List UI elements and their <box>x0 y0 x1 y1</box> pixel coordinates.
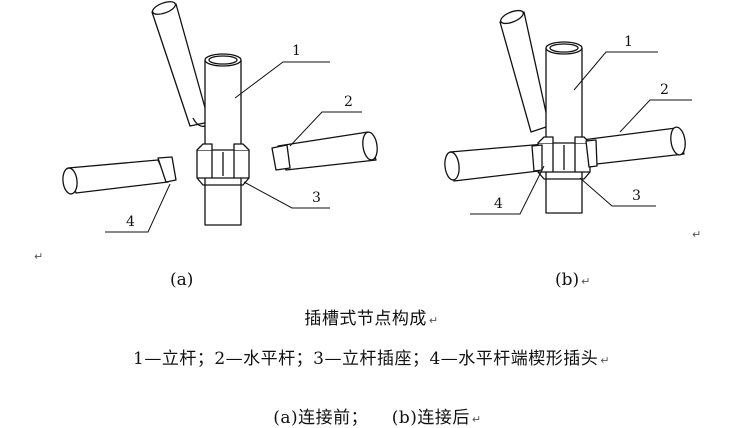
callout-a-2: 2 <box>344 94 353 110</box>
callout-a-1: 1 <box>292 43 301 59</box>
panel-a-drawing <box>62 1 378 226</box>
panel-b-label: (b)↵ <box>555 270 591 290</box>
figure-legend: 1—立杆；2—水平杆；3—立杆插座；4—水平杆端楔形插头↵ <box>133 349 610 369</box>
callout-b-1: 1 <box>624 34 633 50</box>
paragraph-mark-left: ↵ <box>34 250 44 263</box>
figure-sub-caption: (a)连接前； (b)连接后↵ <box>273 408 482 428</box>
panel-a-label: (a) <box>170 270 194 290</box>
callout-a-3: 3 <box>312 190 321 206</box>
callout-b-3: 3 <box>632 188 641 204</box>
callout-a-4: 4 <box>126 214 135 230</box>
paragraph-mark-right: ↵ <box>692 228 702 241</box>
panel-b-drawing <box>444 9 686 214</box>
joint-diagram: 1 2 3 4 1 2 3 4 <box>62 1 692 233</box>
paragraph-mark: ↵ <box>600 354 610 367</box>
paragraph-mark: ↵ <box>428 314 439 327</box>
callout-b-2: 2 <box>660 82 669 98</box>
figure-title: 插槽式节点构成↵ <box>304 309 439 329</box>
paragraph-mark: ↵ <box>581 275 591 288</box>
callout-b-4: 4 <box>494 196 503 212</box>
leader-lines <box>105 51 692 233</box>
